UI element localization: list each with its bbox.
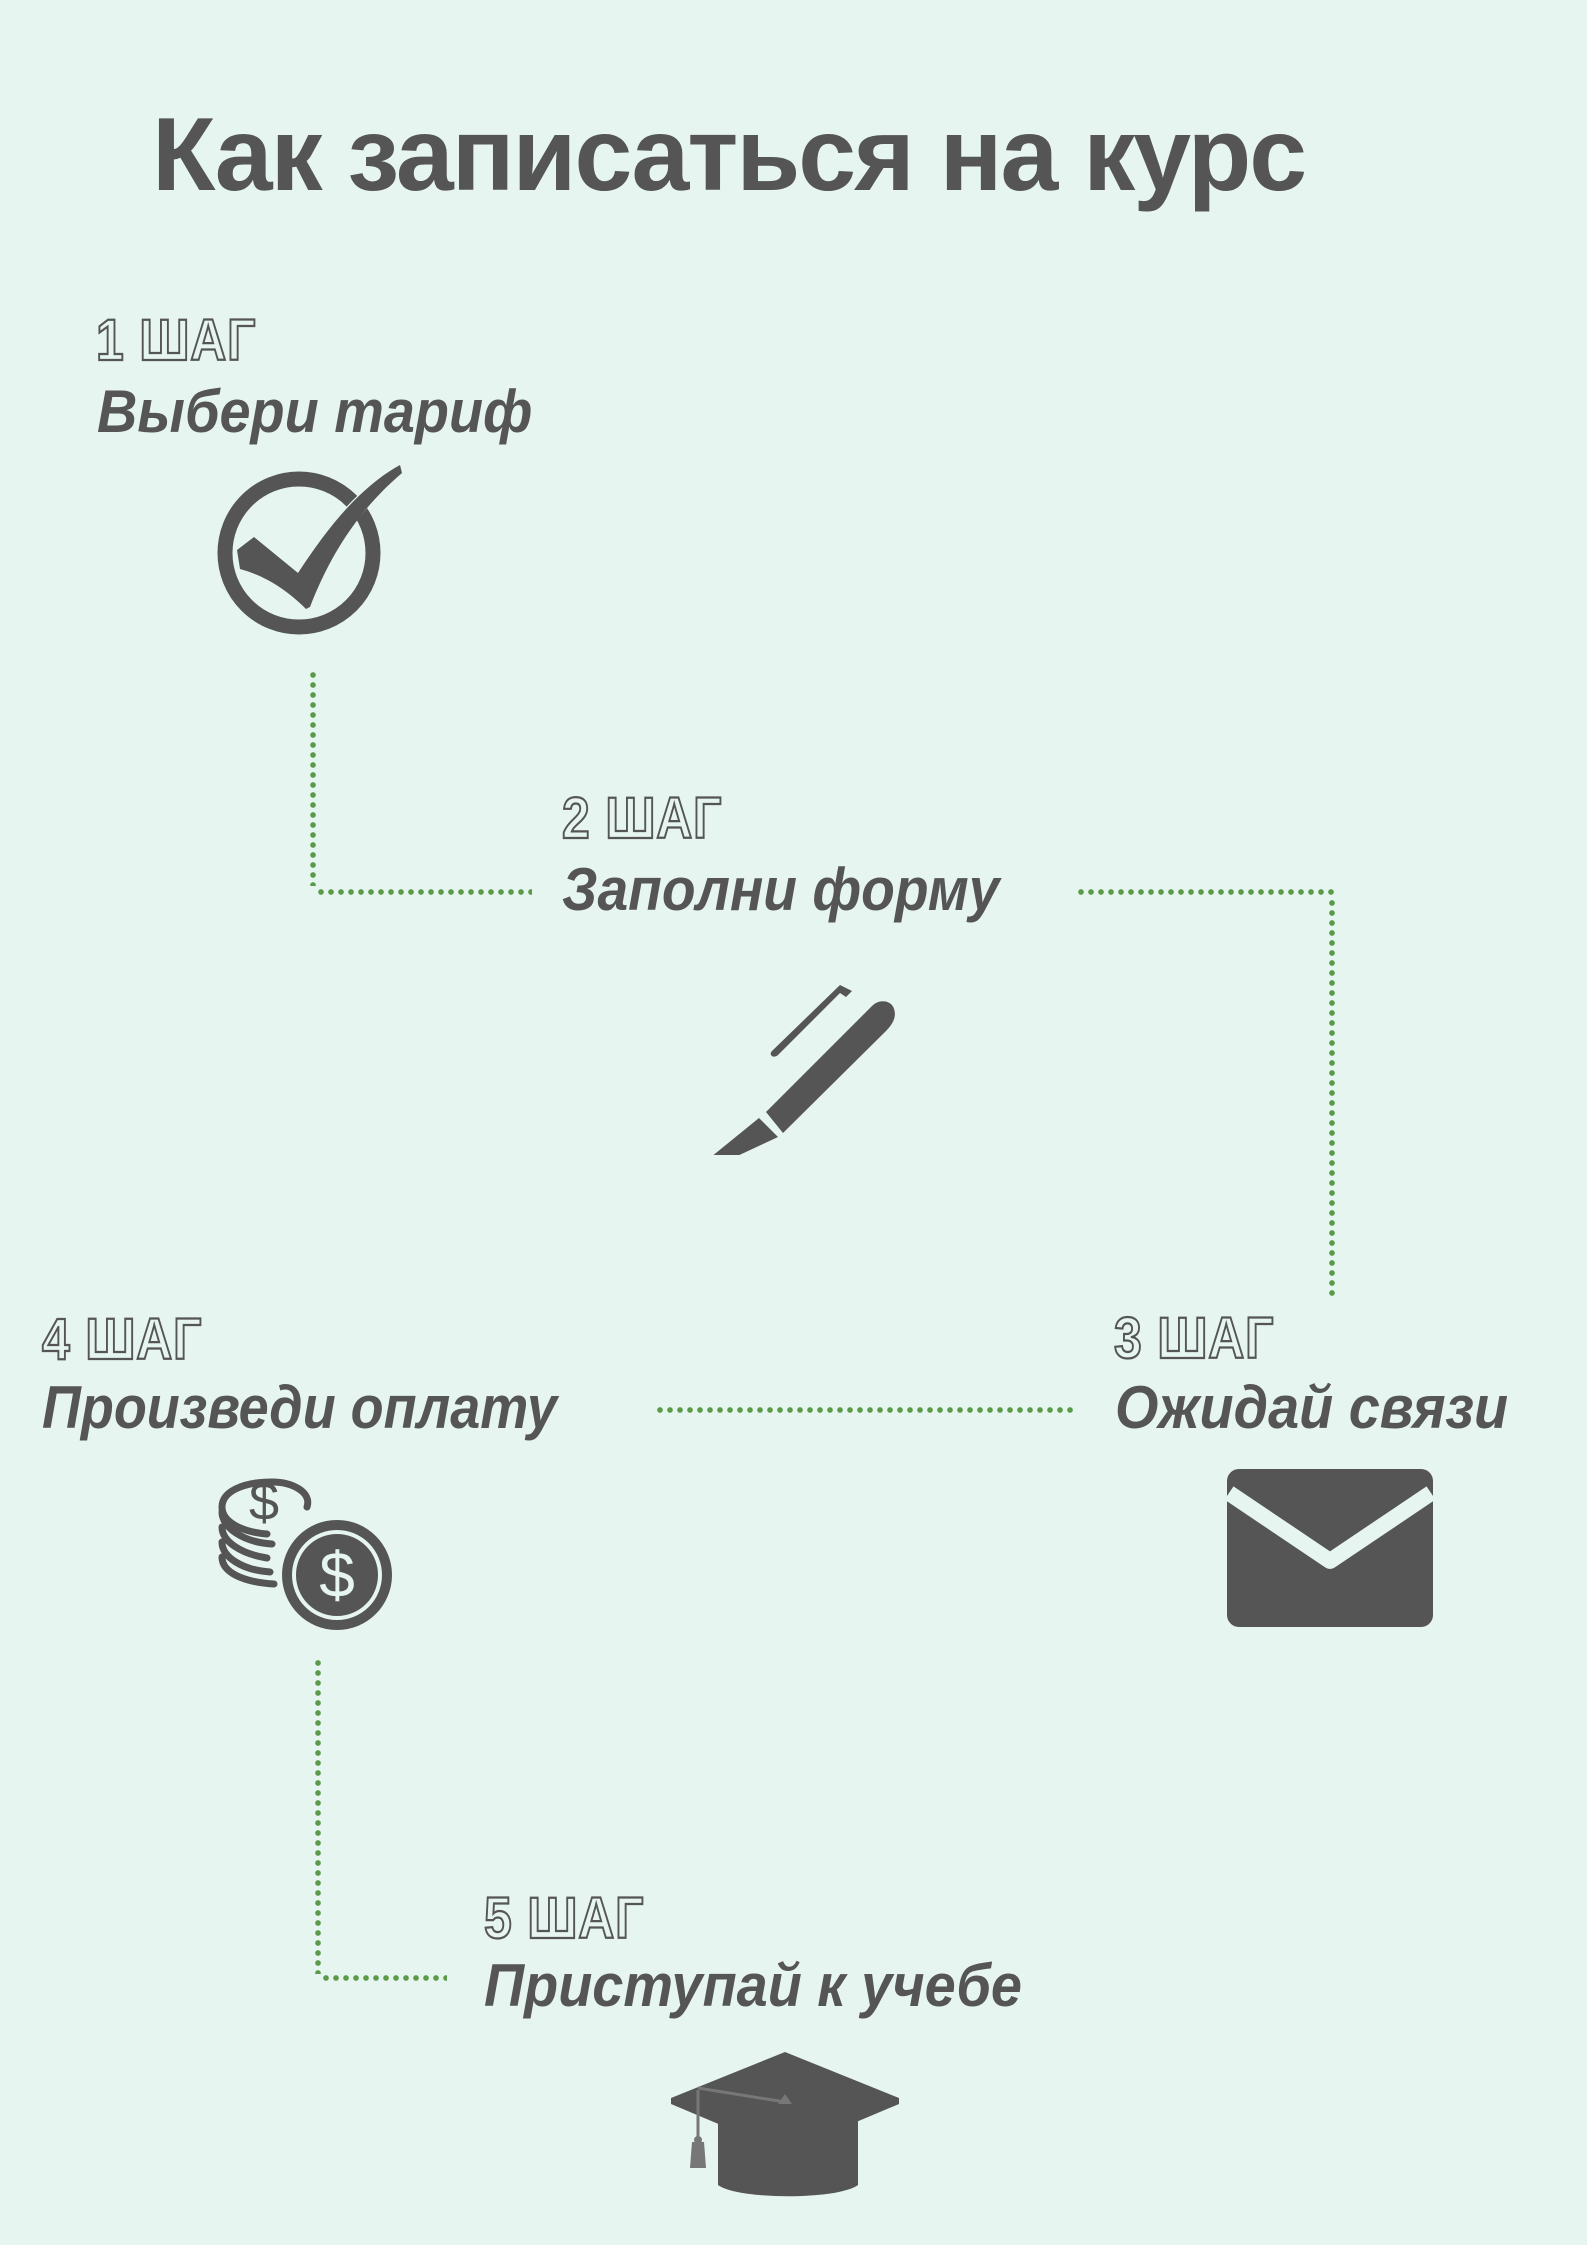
step-5-label: Приступай к учебе (484, 1952, 1022, 2019)
connector-1-2-vertical (310, 670, 316, 886)
connector-1-2-horizontal (316, 889, 532, 895)
step-2-label: Заполни форму (562, 856, 1000, 923)
connector-2-3-vertical (1329, 898, 1335, 1296)
connector-4-5-horizontal (321, 1975, 447, 1981)
connector-3-4-horizontal (655, 1407, 1073, 1413)
pen-icon (700, 955, 900, 1155)
coins-dollar-icon: $ $ (212, 1462, 402, 1642)
svg-text:$: $ (249, 1472, 279, 1532)
step-3-label: Ожидай связи (1115, 1374, 1509, 1441)
step-2-number: 2 ШАГ (561, 786, 723, 851)
step-4-label: Произведи оплату (42, 1374, 557, 1441)
envelope-icon (1227, 1469, 1433, 1629)
step-3-number: 3 ШАГ (1113, 1306, 1275, 1371)
svg-text:$: $ (319, 1539, 355, 1611)
connector-4-5-vertical (315, 1658, 321, 1974)
check-circle-icon (210, 455, 410, 645)
step-4-number: 4 ШАГ (41, 1307, 203, 1372)
connector-2-3-horizontal (1076, 889, 1334, 895)
step-5-number: 5 ШАГ (483, 1886, 645, 1951)
page-title: Как записаться на курс (152, 97, 1307, 213)
graduation-cap-icon (668, 2050, 908, 2210)
step-1-label: Выбери тариф (97, 378, 533, 445)
step-1-number: 1 ШАГ (95, 308, 257, 373)
